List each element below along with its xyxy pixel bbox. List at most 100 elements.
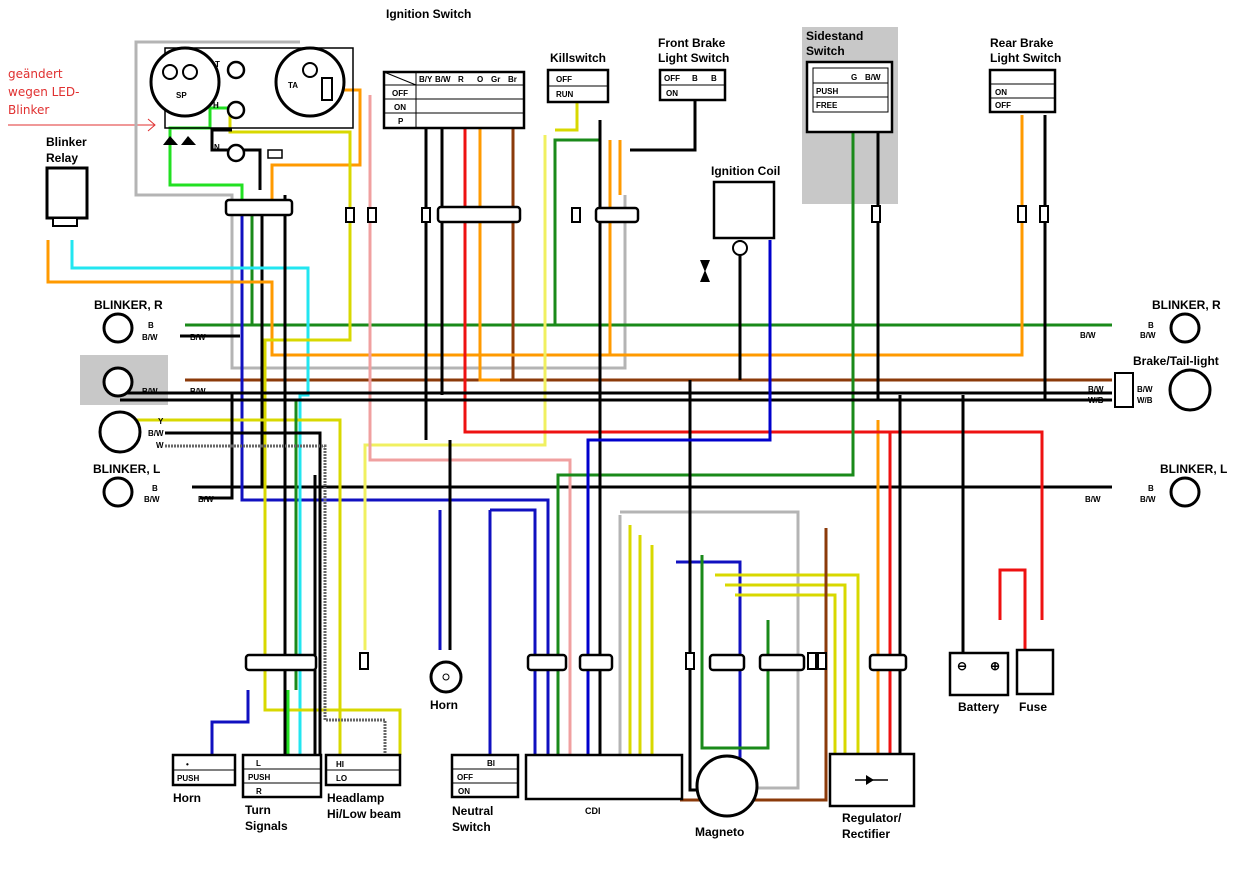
- svg-text:B/W: B/W: [198, 495, 214, 504]
- svg-text:Y: Y: [158, 417, 164, 426]
- meter-assembly: SP TA T H N: [149, 46, 354, 163]
- svg-text:B/W: B/W: [1137, 385, 1153, 394]
- svg-text:OFF: OFF: [556, 75, 572, 84]
- svg-text:Blinker: Blinker: [8, 103, 49, 117]
- diode-icon: [163, 136, 178, 145]
- svg-text:B/W: B/W: [142, 387, 158, 396]
- neutral-switch: Bl OFF ON Neutral Switch: [450, 753, 520, 834]
- neutral-lamp: [226, 143, 246, 163]
- svg-text:B: B: [711, 74, 717, 83]
- svg-text:B/Y: B/Y: [419, 75, 433, 84]
- temp-lamp: [226, 60, 246, 80]
- svg-text:⊖: ⊖: [957, 659, 967, 673]
- svg-text:B/W: B/W: [1140, 331, 1156, 340]
- high-beam-lamp: [226, 100, 246, 120]
- turn-signal-switch: L PUSH R Turn Signals: [241, 753, 323, 833]
- svg-text:Regulator/: Regulator/: [842, 811, 902, 825]
- svg-text:ON: ON: [458, 787, 470, 796]
- svg-text:B: B: [148, 321, 154, 330]
- svg-text:BLINKER, R: BLINKER, R: [1152, 298, 1221, 312]
- ignition-switch: Ignition Switch B/Y B/W R O Gr Br OFF ON…: [382, 7, 526, 130]
- svg-text:PUSH: PUSH: [177, 774, 199, 783]
- svg-text:Blinker: Blinker: [46, 135, 87, 149]
- svg-text:T: T: [215, 60, 220, 69]
- svg-text:N: N: [214, 143, 220, 152]
- headlamp: Y B/W W: [98, 410, 164, 454]
- svg-text:ON: ON: [394, 103, 406, 112]
- svg-text:B: B: [1148, 484, 1154, 493]
- svg-text:OFF: OFF: [664, 74, 680, 83]
- svg-text:Magneto: Magneto: [695, 825, 744, 839]
- svg-text:B/W: B/W: [148, 429, 164, 438]
- svg-text:Ignition Switch: Ignition Switch: [386, 7, 471, 21]
- svg-text:FREE: FREE: [816, 101, 838, 110]
- svg-text:Horn: Horn: [173, 791, 201, 805]
- svg-text:Ignition Coil: Ignition Coil: [711, 164, 780, 178]
- svg-text:G: G: [851, 73, 857, 82]
- svg-text:PUSH: PUSH: [248, 773, 270, 782]
- sidestand-switch: Sidestand Switch G B/W PUSH FREE: [805, 29, 894, 134]
- speedometer: [149, 46, 221, 118]
- svg-text:CDI: CDI: [585, 806, 601, 816]
- svg-text:OFF: OFF: [457, 773, 473, 782]
- svg-text:B/W: B/W: [865, 73, 881, 82]
- blinker-r-front: BLINKER, R B B/W B/W: [94, 298, 206, 344]
- rear-light: B/W B/W: [102, 366, 206, 398]
- svg-text:Switch: Switch: [806, 44, 845, 58]
- rear-brake-switch: Rear Brake Light Switch ON OFF: [988, 36, 1061, 114]
- svg-text:OFF: OFF: [995, 101, 1011, 110]
- svg-text:B/W: B/W: [142, 333, 158, 342]
- svg-text:Light Switch: Light Switch: [658, 51, 729, 65]
- svg-text:•: •: [186, 760, 189, 769]
- svg-text:Signals: Signals: [245, 819, 288, 833]
- front-brake-switch: Front Brake Light Switch OFF ON B B: [658, 36, 729, 102]
- headlamp-switch: HI LO Headlamp Hi/Low beam: [324, 753, 402, 821]
- svg-text:P: P: [398, 117, 404, 126]
- svg-text:B/W: B/W: [190, 333, 206, 342]
- svg-text:Light Switch: Light Switch: [990, 51, 1061, 65]
- svg-text:Br: Br: [508, 75, 517, 84]
- svg-text:Rectifier: Rectifier: [842, 827, 890, 841]
- svg-text:Gr: Gr: [491, 75, 500, 84]
- blinker-l-front: BLINKER, L B B/W B/W: [93, 462, 214, 508]
- connectors: [224, 198, 1049, 672]
- svg-text:Killswitch: Killswitch: [550, 51, 606, 65]
- svg-text:Bl: Bl: [487, 759, 495, 768]
- svg-text:Rear Brake: Rear Brake: [990, 36, 1054, 50]
- svg-text:B/W: B/W: [190, 387, 206, 396]
- svg-text:B/W: B/W: [1085, 495, 1101, 504]
- svg-text:R: R: [458, 75, 464, 84]
- svg-text:B: B: [152, 484, 158, 493]
- killswitch: Killswitch OFF RUN: [546, 51, 610, 104]
- svg-text:SP: SP: [176, 91, 187, 100]
- svg-text:PUSH: PUSH: [816, 87, 838, 96]
- svg-text:Neutral: Neutral: [452, 804, 493, 818]
- led-annotation: geändert wegen LED- Blinker: [8, 67, 156, 132]
- svg-text:O: O: [477, 75, 483, 84]
- blinker-relay: Blinker Relay: [45, 135, 89, 227]
- svg-text:wegen LED-: wegen LED-: [8, 85, 79, 99]
- svg-text:B/W: B/W: [435, 75, 451, 84]
- diode-icon: [181, 136, 196, 145]
- svg-text:B/W: B/W: [1140, 495, 1156, 504]
- svg-text:Switch: Switch: [452, 820, 491, 834]
- svg-text:ON: ON: [666, 89, 678, 98]
- svg-text:W/B: W/B: [1088, 396, 1104, 405]
- svg-text:W/B: W/B: [1137, 396, 1153, 405]
- svg-text:Turn: Turn: [245, 803, 271, 817]
- svg-text:Relay: Relay: [46, 151, 78, 165]
- svg-text:TA: TA: [288, 81, 298, 90]
- horn-switch: • PUSH Horn: [171, 753, 237, 805]
- svg-text:H: H: [213, 101, 219, 110]
- svg-text:Battery: Battery: [958, 700, 1000, 714]
- svg-text:B/W: B/W: [1080, 331, 1096, 340]
- regulator-rectifier: Regulator/ Rectifier: [828, 752, 916, 841]
- svg-text:B/W: B/W: [1088, 385, 1104, 394]
- svg-text:RUN: RUN: [556, 90, 574, 99]
- blinker-r-rear: BLINKER, R B B/W B/W: [1080, 298, 1221, 344]
- svg-text:geändert: geändert: [8, 67, 63, 81]
- svg-text:L: L: [256, 759, 261, 768]
- tachometer: [274, 46, 346, 118]
- svg-text:W: W: [156, 441, 164, 450]
